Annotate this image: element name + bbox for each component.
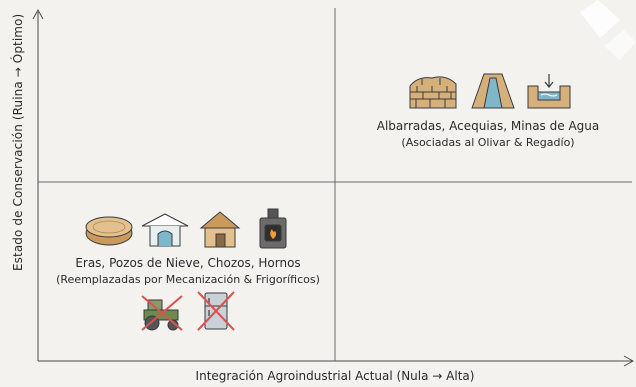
corner-diamond-icon	[580, 0, 636, 60]
snow-well-icon	[141, 213, 189, 247]
crossed-tractor-icon	[141, 295, 183, 331]
x-axis-arrow	[623, 355, 635, 367]
hut-icon	[199, 211, 241, 248]
y-axis-arrow	[32, 8, 44, 20]
top-right-subtitle: (Asociadas al Olivar & Regadío)	[401, 136, 575, 149]
bottom-left-subtitle: (Reemplazadas por Mecanización & Frigorí…	[56, 273, 320, 286]
crossed-refrigerator-icon	[197, 291, 235, 331]
oven-icon	[259, 208, 287, 249]
y-axis-label: Estado de Conservación (Ruina → Óptimo)	[11, 13, 25, 271]
irrigation-channel-icon	[471, 73, 515, 109]
water-mine-icon	[527, 74, 571, 109]
top-right-title: Albarradas, Acequias, Minas de Agua	[376, 119, 600, 133]
stone-wall-icon	[409, 76, 457, 109]
x-axis-label: Integración Agroindustrial Actual (Nula …	[195, 369, 475, 383]
bottom-left-title: Eras, Pozos de Nieve, Chozos, Hornos	[75, 256, 301, 270]
threshing-floor-icon	[85, 216, 133, 246]
